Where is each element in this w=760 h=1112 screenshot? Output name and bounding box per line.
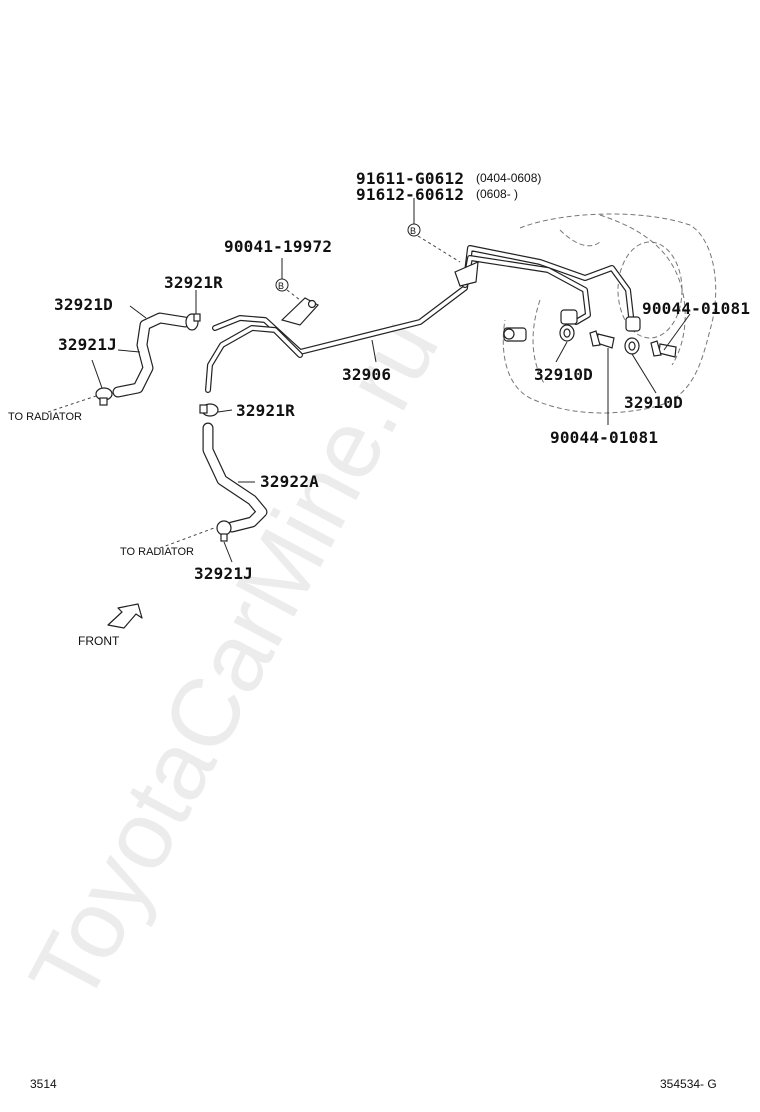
label-32922A: 32922A xyxy=(260,472,319,491)
front-arrow-icon xyxy=(107,603,143,629)
ref-mark-top: B xyxy=(410,226,416,236)
label-90044-01081-lower: 90044-01081 xyxy=(550,428,658,447)
label-32910D-right: 32910D xyxy=(624,393,683,412)
union-fitting-left xyxy=(560,309,578,325)
label-range-2: (0608- ) xyxy=(476,187,518,201)
label-32906: 32906 xyxy=(342,365,391,384)
label-91611-G0612: 91611-G0612 xyxy=(356,169,464,188)
oil-cooler-pipe xyxy=(205,245,635,393)
footer-reference: 354534- G xyxy=(660,1077,717,1091)
hose-32921D xyxy=(112,312,191,398)
label-32910D-left: 32910D xyxy=(534,365,593,384)
clamp-32921R-mid xyxy=(199,403,219,417)
gasket-right xyxy=(624,337,640,355)
ref-mark-top-circle xyxy=(407,223,421,237)
footer-page-number: 3514 xyxy=(30,1077,57,1091)
label-90044-01081-right: 90044-01081 xyxy=(642,299,750,318)
ref-mark-bolt: B xyxy=(278,281,284,291)
union-bolt-center xyxy=(589,330,615,349)
label-32921D: 32921D xyxy=(54,295,113,314)
pipe-bracket xyxy=(454,261,479,287)
clamp-32921J-left xyxy=(95,387,113,406)
transmission-outline xyxy=(502,213,717,414)
ref-mark-bolt-circle xyxy=(275,278,289,292)
union-bolt-right xyxy=(650,340,677,358)
union-fitting-right xyxy=(625,316,641,332)
label-to-radiator-2: TO RADIATOR xyxy=(120,546,194,558)
label-range-1: (0404-0608) xyxy=(476,171,541,185)
label-to-radiator-1: TO RADIATOR xyxy=(8,411,82,423)
watermark: ToyotaCarMine.ru xyxy=(9,301,459,1020)
gasket-left xyxy=(559,324,575,342)
label-front: FRONT xyxy=(78,634,120,648)
label-32921R-top: 32921R xyxy=(164,273,223,292)
clamp-32921R-top xyxy=(185,313,201,331)
label-32921J-bottom: 32921J xyxy=(194,564,253,583)
dowel-pin-head xyxy=(503,328,515,340)
label-32921J-left: 32921J xyxy=(58,335,117,354)
clamp-32921J-bottom xyxy=(216,520,232,542)
label-32921R-mid: 32921R xyxy=(236,401,295,420)
hose-32922A xyxy=(202,422,268,533)
label-90041-19972: 90041-19972 xyxy=(224,237,332,256)
label-91612-60612: 91612-60612 xyxy=(356,185,464,204)
